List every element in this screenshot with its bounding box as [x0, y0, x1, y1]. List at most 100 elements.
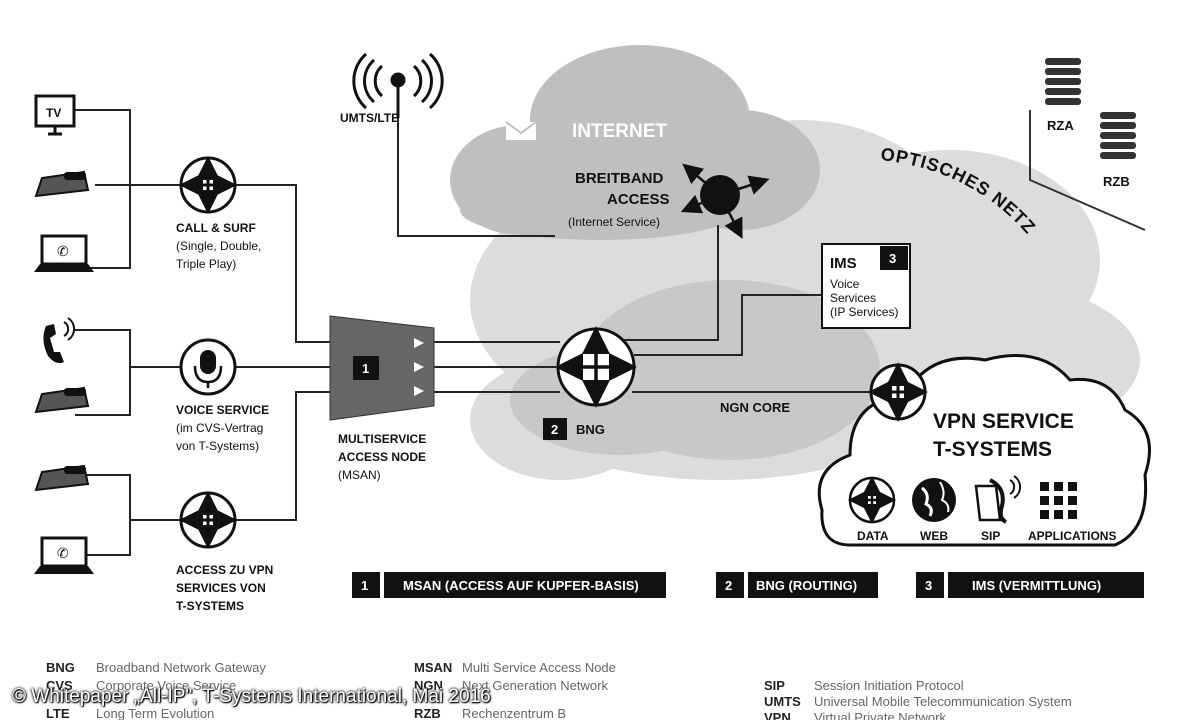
call-surf-label-3: Triple Play): [176, 257, 236, 271]
msan-label-2: ACCESS NODE: [338, 450, 426, 464]
sip-phone-icon: [974, 475, 1021, 524]
rzb-label: RZB: [1103, 174, 1130, 189]
breitband-label-3: (Internet Service): [568, 215, 660, 229]
connection-lines: [75, 95, 870, 556]
voice-label-1: VOICE SERVICE: [176, 403, 269, 417]
bng-router-icon: [555, 326, 637, 408]
abbr-entry: LTE Long Term Evolution: [46, 706, 214, 720]
svg-text:BNG: BNG: [46, 660, 75, 675]
abbr-entry: RZB Rechenzentrum B: [414, 706, 566, 720]
svg-text:✆: ✆: [57, 243, 69, 259]
desk-phone-icon: [34, 464, 90, 492]
msan-node: [329, 315, 435, 421]
svg-text:RZB: RZB: [414, 706, 441, 720]
vpn-router-icon: [868, 362, 928, 422]
rza-label: RZA: [1047, 118, 1074, 133]
svg-text:Rechenzentrum B: Rechenzentrum B: [462, 706, 566, 720]
svg-text:MSAN: MSAN: [414, 660, 452, 675]
ims-box: [821, 243, 911, 329]
breitband-label-1: BREITBAND: [575, 170, 663, 187]
tv-label: TV: [46, 106, 61, 120]
abbr-entry: MSAN Multi Service Access Node: [414, 660, 616, 675]
server-rza-icon: [1045, 58, 1081, 105]
abbr-entry: SIP Session Initiation Protocol: [764, 678, 964, 693]
svg-text:Broadband Network Gateway: Broadband Network Gateway: [96, 660, 266, 675]
svg-text:Virtual Private Network: Virtual Private Network: [814, 710, 946, 720]
svg-text:Session Initiation Protocol: Session Initiation Protocol: [814, 678, 964, 693]
vpn-title-1: VPN SERVICE: [933, 410, 1074, 433]
voice-label-3: von T-Systems): [176, 439, 259, 453]
legend-box-bng: 2 BNG (ROUTING): [716, 572, 878, 598]
svg-text:BNG (ROUTING): BNG (ROUTING): [756, 578, 857, 593]
vpn-access-router-icon: [179, 491, 237, 549]
svg-text:Corporate Voice Service: Corporate Voice Service: [96, 678, 236, 693]
svg-text:CVS: CVS: [46, 678, 73, 693]
legend-box-msan: 1 MSAN (ACCESS AUF KUPFER-BASIS): [352, 572, 666, 598]
desk-phone-icon: [34, 170, 90, 198]
abbr-entry: CVS Corporate Voice Service: [46, 678, 236, 693]
svg-text:Multi Service Access Node: Multi Service Access Node: [462, 660, 616, 675]
abbr-entry: UMTS Universal Mobile Telecommunication S…: [764, 694, 1072, 709]
call-surf-label-1: CALL & SURF: [176, 221, 256, 235]
svg-text:NGN: NGN: [414, 678, 443, 693]
vpn-title-2: T-SYSTEMS: [933, 438, 1052, 461]
svg-text:2: 2: [725, 578, 732, 593]
call-surf-router-icon: [179, 156, 237, 214]
web-label: WEB: [920, 529, 948, 543]
svg-text:MSAN (ACCESS AUF KUPFER-BASIS): MSAN (ACCESS AUF KUPFER-BASIS): [403, 578, 639, 593]
globe-icon: [912, 478, 956, 522]
laptop-icon: ✆: [34, 234, 94, 272]
applications-label: APPLICATIONS: [1028, 529, 1116, 543]
vpn-access-label-3: T-SYSTEMS: [176, 599, 244, 613]
data-router-icon: [848, 476, 896, 524]
msan-label-3: (MSAN): [338, 468, 381, 482]
breitband-router-icon: [680, 163, 770, 239]
bng-number-box: [543, 418, 567, 440]
server-rzb-icon: [1100, 112, 1136, 159]
svg-text:3: 3: [925, 578, 932, 593]
msan-number: 1: [362, 361, 369, 376]
ims-title: IMS: [830, 255, 857, 272]
svg-text:SIP: SIP: [764, 678, 785, 693]
tv-icon: [34, 94, 76, 136]
abbr-entry: NGN Next Generation Network: [414, 678, 608, 693]
ims-label-2: Services: [830, 291, 876, 305]
abbreviation-list: BNG Broadband Network Gateway CVS Corporat…: [46, 660, 1072, 720]
svg-text:✆: ✆: [57, 545, 69, 561]
copyright-footer: © Whitepaper „All-IP", T-Systems Interna…: [12, 686, 491, 707]
voice-label-2: (im CVS-Vertrag: [176, 421, 263, 435]
abbr-entry: BNG Broadband Network Gateway: [46, 660, 266, 675]
svg-text:Long Term Evolution: Long Term Evolution: [96, 706, 214, 720]
svg-text:IMS (VERMITTLUNG): IMS (VERMITTLUNG): [972, 578, 1101, 593]
desk-phone-icon: [34, 386, 90, 414]
abbr-entry: VPN Virtual Private Network: [764, 710, 946, 720]
handset-icon: [43, 317, 75, 364]
ngn-core-label: NGN CORE: [720, 400, 790, 415]
bng-label: BNG: [576, 422, 605, 437]
vpn-access-label-2: SERVICES VON: [176, 581, 266, 595]
svg-text:Universal Mobile Telecommunica: Universal Mobile Telecommunication Syste…: [814, 694, 1072, 709]
laptop-icon: ✆: [34, 536, 94, 574]
ims-label-1: Voice: [830, 277, 860, 291]
bng-number: 2: [551, 422, 558, 437]
svg-text:LTE: LTE: [46, 706, 70, 720]
legend-box-ims: 3 IMS (VERMITTLUNG): [916, 572, 1144, 598]
svg-text:UMTS: UMTS: [764, 694, 801, 709]
svg-text:VPN: VPN: [764, 710, 791, 720]
call-surf-label-2: (Single, Double,: [176, 239, 261, 253]
breitband-label-2: ACCESS: [607, 191, 670, 208]
sip-label: SIP: [981, 529, 1000, 543]
svg-text:Next Generation Network: Next Generation Network: [462, 678, 608, 693]
internet-cloud: [450, 45, 820, 240]
umts-lte-label: UMTS/LTE: [340, 111, 399, 125]
applications-grid-icon: [1040, 482, 1077, 519]
ims-number: 3: [889, 251, 896, 266]
antenna-icon: [352, 52, 444, 118]
internet-label: INTERNET: [572, 121, 667, 142]
microphone-icon: [179, 338, 237, 396]
mail-icon: [505, 121, 537, 140]
ims-label-3: (IP Services): [830, 305, 898, 319]
svg-text:1: 1: [361, 578, 368, 593]
